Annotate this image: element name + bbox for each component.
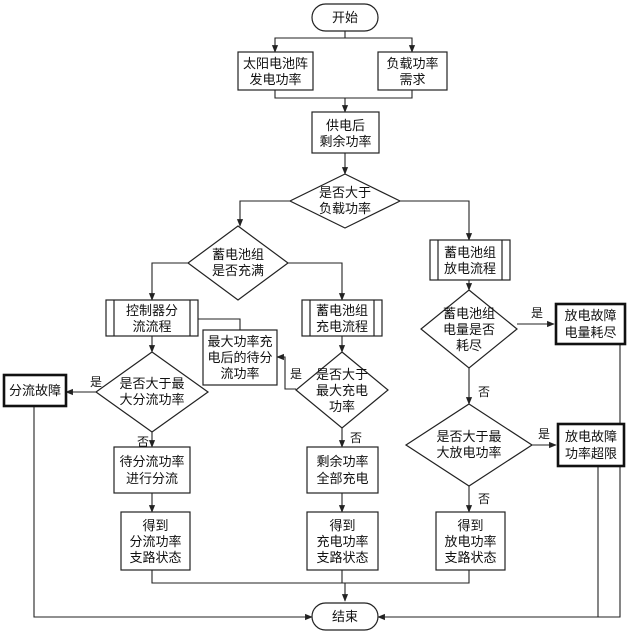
d-empty-line-2: 电量是否 xyxy=(443,323,495,338)
edge-disfault-end xyxy=(377,343,621,621)
d-load-line-1: 是否大于 xyxy=(319,186,371,201)
solar-line-1: 太阳电池阵 xyxy=(243,57,308,72)
d-shunt-line-2: 大分流功率 xyxy=(119,392,184,408)
label-no-maxdis: 否 xyxy=(478,492,490,506)
label-no-empty: 否 xyxy=(478,385,490,399)
edge-load-yes xyxy=(236,200,290,227)
max-chg-wait-line-1: 最大功率充 xyxy=(207,334,272,350)
fault-dis-over-line-1: 放电故障 xyxy=(565,430,617,445)
dis-flow-line-1: 蓄电池组 xyxy=(444,246,496,261)
start-text: 开始 xyxy=(332,11,358,26)
label-yes-shunt: 是 xyxy=(90,375,102,389)
process-controller-shunt-flow: 控制器分 流流程 xyxy=(105,299,199,337)
fault-dis-empty-line-1: 放电故障 xyxy=(564,309,616,324)
st-chg-line-3: 支路状态 xyxy=(316,550,368,566)
end-text: 结束 xyxy=(332,610,358,625)
st-chg-line-1: 得到 xyxy=(329,518,355,534)
node-max-charge-wait-shunt: 最大功率充 电后的待分 流功率 xyxy=(202,329,278,386)
node-load-demand: 负载功率 需求 xyxy=(377,51,448,91)
dis-flow-line-2: 放电流程 xyxy=(444,262,496,277)
node-status-shunt: 得到 分流功率 支路状态 xyxy=(120,511,191,571)
decision-exceeds-load: 是否大于 负载功率 xyxy=(288,173,402,229)
st-shunt-line-3: 支路状态 xyxy=(129,550,181,566)
decision-battery-full: 蓄电池组 是否充满 xyxy=(186,225,290,301)
surplus-line-2: 剩余功率 xyxy=(319,134,371,150)
st-shunt-line-2: 分流功率 xyxy=(129,534,181,550)
node-surplus-power: 供电后 剩余功率 xyxy=(311,111,380,154)
fault-discharge-empty: 放电故障 电量耗尽 xyxy=(554,302,627,346)
d-maxchg-line-2: 最大充电 xyxy=(316,383,368,399)
d-empty-line-1: 蓄电池组 xyxy=(443,307,495,322)
node-start: 开始 xyxy=(311,3,379,32)
decision-exceeds-max-discharge: 是否大于最 大放电功率 xyxy=(404,403,534,487)
fault-shunt: 分流故障 xyxy=(2,373,68,408)
d-maxdis-line-1: 是否大于最 xyxy=(436,430,501,445)
d-load-line-2: 负载功率 xyxy=(319,201,371,217)
load-line-2: 需求 xyxy=(399,73,425,88)
max-chg-wait-line-3: 流功率 xyxy=(220,366,259,382)
d-maxchg-line-3: 功率 xyxy=(329,399,355,415)
chg-all-line-1: 剩余功率 xyxy=(316,454,368,470)
edge-shuntfault-end xyxy=(33,406,313,621)
surplus-line-1: 供电后 xyxy=(326,119,365,134)
edges xyxy=(33,31,621,621)
d-empty-line-3: 耗尽 xyxy=(456,339,482,354)
edge-maxchg-yes xyxy=(276,353,296,390)
edge-full-no xyxy=(288,262,346,301)
edge-load-no xyxy=(400,200,473,241)
edge-start-split xyxy=(274,31,413,52)
d-maxchg-line-1: 是否大于 xyxy=(316,368,368,383)
decision-exceeds-max-shunt: 是否大于最 大分流功率 xyxy=(94,351,210,433)
node-shunt-wait: 待分流功率 进行分流 xyxy=(113,446,191,494)
st-dis-line-1: 得到 xyxy=(457,518,483,534)
edge-inputs-surplus xyxy=(274,90,413,112)
fault-discharge-over: 放电故障 功率超限 xyxy=(556,422,626,468)
edge-full-yes xyxy=(148,262,188,301)
node-solar-power: 太阳电池阵 发电功率 xyxy=(237,51,314,91)
node-charge-all: 剩余功率 全部充电 xyxy=(306,446,379,494)
d-full-line-1: 蓄电池组 xyxy=(212,248,264,263)
node-status-charge: 得到 充电功率 支路状态 xyxy=(306,511,379,571)
edge-labels: 是 否 是 否 是 否 是 否 xyxy=(90,306,550,506)
process-battery-discharge-flow: 蓄电池组 放电流程 xyxy=(429,239,511,281)
shunt-wait-line-2: 进行分流 xyxy=(126,472,178,487)
label-no-shunt: 否 xyxy=(137,435,149,449)
label-no-maxchg: 否 xyxy=(350,431,362,445)
d-maxdis-line-2: 大放电功率 xyxy=(436,445,501,461)
chg-flow-line-1: 蓄电池组 xyxy=(316,304,368,319)
fault-dis-over-line-2: 功率超限 xyxy=(565,446,617,462)
fault-dis-empty-line-2: 电量耗尽 xyxy=(564,326,616,341)
node-end: 结束 xyxy=(311,602,379,631)
fault-shunt-text: 分流故障 xyxy=(9,384,61,399)
edge-status-merge xyxy=(151,570,470,601)
label-yes-empty: 是 xyxy=(531,306,543,320)
d-shunt-line-1: 是否大于最 xyxy=(119,377,184,392)
process-battery-charge-flow: 蓄电池组 充电流程 xyxy=(301,299,383,337)
ctrl-flow-line-2: 流流程 xyxy=(132,320,171,335)
d-full-line-2: 是否充满 xyxy=(212,263,264,279)
st-shunt-line-1: 得到 xyxy=(142,518,168,534)
shunt-wait-line-1: 待分流功率 xyxy=(119,454,184,470)
decision-exceeds-max-charge: 是否大于 最大充电 功率 xyxy=(295,351,389,429)
chg-all-line-2: 全部充电 xyxy=(316,471,368,487)
decision-battery-empty: 蓄电池组 电量是否 耗尽 xyxy=(420,289,518,369)
max-chg-wait-line-2: 电后的待分 xyxy=(207,350,272,366)
label-yes-maxdis: 是 xyxy=(538,427,550,441)
st-dis-line-3: 支路状态 xyxy=(444,550,496,566)
ctrl-flow-line-1: 控制器分 xyxy=(126,304,178,319)
chg-flow-line-2: 充电流程 xyxy=(316,319,368,335)
load-line-1: 负载功率 xyxy=(386,56,438,72)
solar-line-2: 发电功率 xyxy=(249,72,301,88)
st-dis-line-2: 放电功率 xyxy=(444,534,496,550)
label-yes-maxchg: 是 xyxy=(290,367,302,381)
st-chg-line-2: 充电功率 xyxy=(316,534,368,550)
node-status-discharge: 得到 放电功率 支路状态 xyxy=(435,511,506,571)
